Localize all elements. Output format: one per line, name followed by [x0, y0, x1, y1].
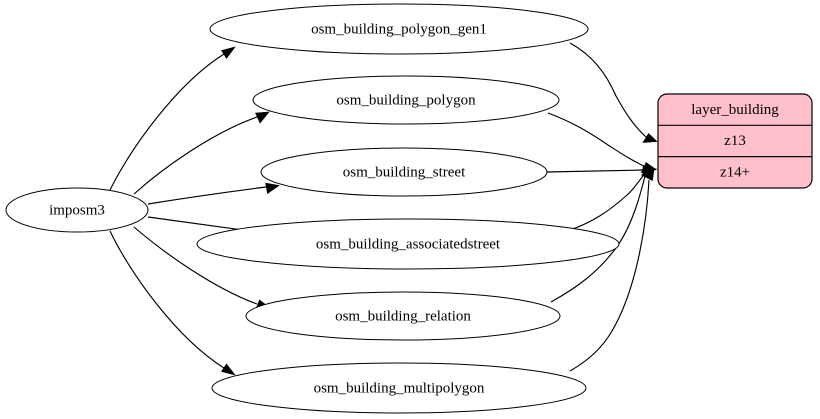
node-imposm3[interactable]: imposm3 [5, 187, 149, 233]
edge-osm_building_polygon_gen1-to-layer_building-z13[interactable] [569, 42, 658, 143]
node-osm_building_relation-shape [245, 291, 561, 341]
edge-imposm3-to-osm_building_polygon[interactable] [133, 111, 270, 195]
edge-osm_building_multipolygon-to-layer_building-z14[interactable] [569, 168, 655, 372]
node-osm_building_multipolygon[interactable]: osm_building_multipolygon [211, 362, 587, 414]
node-osm_building_associatedstreet-label: osm_building_associatedstreet [316, 236, 501, 252]
edge-group-tables-to-layer [546, 42, 658, 372]
edge-imposm3-to-osm_building_polygon_gen1[interactable] [109, 46, 236, 191]
edge-imposm3-to-osm_building_street[interactable] [147, 182, 280, 205]
node-osm_building_polygon_gen1-shape [209, 3, 589, 55]
node-osm_building_polygon_gen1-label: osm_building_polygon_gen1 [311, 21, 487, 37]
layer_building-title-label: layer_building [691, 102, 779, 118]
node-osm_building_polygon_gen1[interactable]: osm_building_polygon_gen1 [209, 3, 589, 55]
node-osm_building_polygon-shape [252, 75, 560, 125]
node-osm_building_associatedstreet[interactable]: osm_building_associatedstreet [196, 218, 620, 270]
edge-osm_building_polygon-to-layer_building-z14[interactable] [547, 112, 657, 173]
node-osm_building_multipolygon-shape [211, 362, 587, 414]
node-layer_building-shape [657, 93, 813, 189]
edge-osm_building_street-to-layer_building-z14[interactable] [546, 165, 658, 175]
node-osm_building_street-label: osm_building_street [343, 164, 466, 180]
node-osm_building_relation[interactable]: osm_building_relation [245, 291, 561, 341]
node-imposm3-label: imposm3 [49, 202, 105, 218]
node-osm_building_polygon-label: osm_building_polygon [336, 92, 476, 108]
node-osm_building_street[interactable]: osm_building_street [260, 147, 548, 197]
edge-osm_building_associatedstreet-to-layer_building-z14[interactable] [569, 168, 657, 231]
edge-imposm3-to-osm_building_multipolygon[interactable] [109, 230, 236, 376]
node-osm_building_polygon[interactable]: osm_building_polygon [252, 75, 560, 125]
layer_building-z13-label: z13 [724, 133, 746, 149]
node-osm_building_multipolygon-label: osm_building_multipolygon [314, 380, 485, 396]
node-layer_building[interactable]: layer_building z13 z14+ [657, 93, 813, 189]
node-osm_building_associatedstreet-shape [196, 218, 620, 270]
node-osm_building_relation-label: osm_building_relation [335, 308, 471, 324]
node-imposm3-shape [5, 187, 149, 233]
layer_building-z14-label: z14+ [720, 164, 750, 180]
node-osm_building_street-shape [260, 147, 548, 197]
